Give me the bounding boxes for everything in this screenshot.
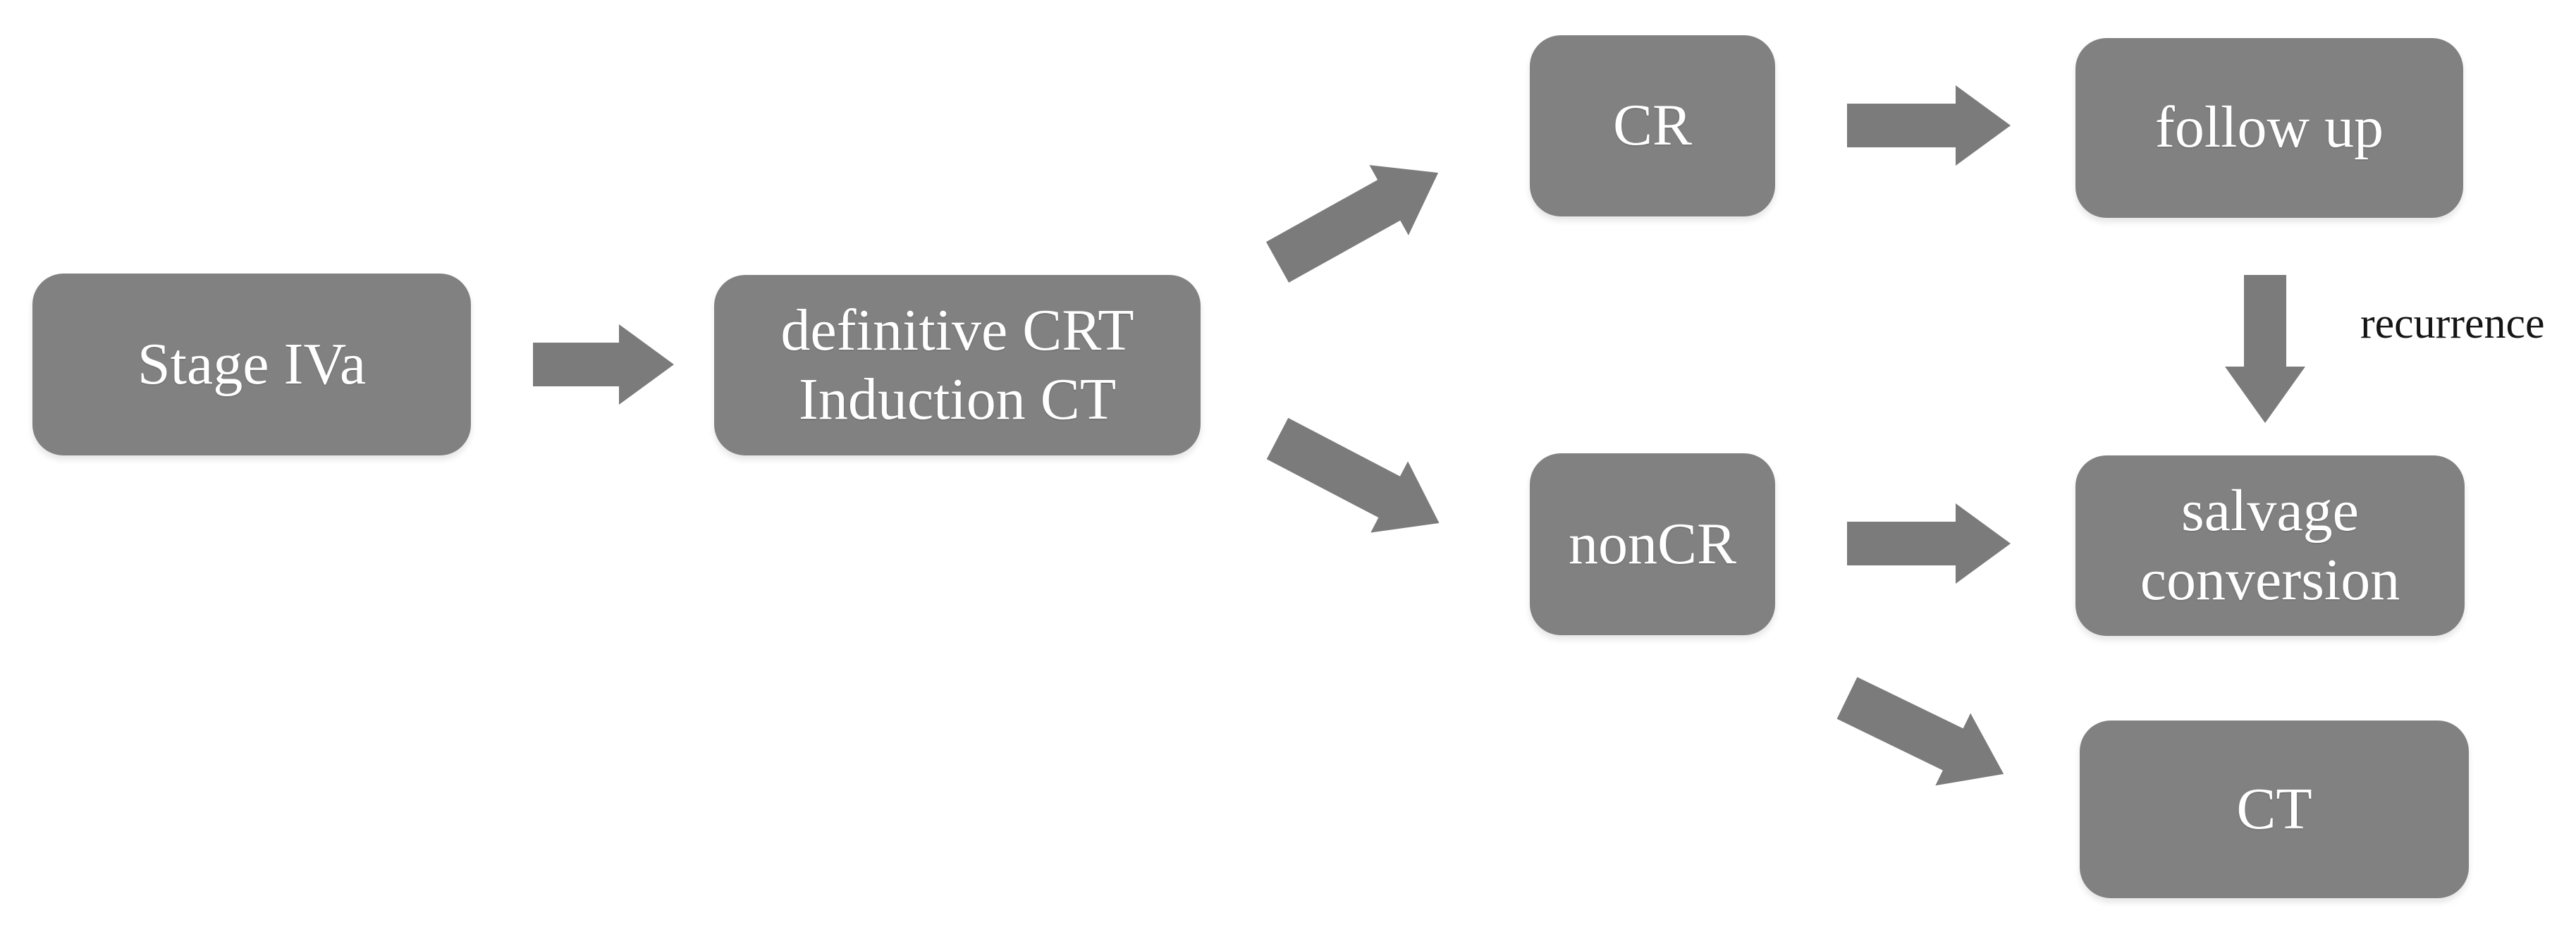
recurrence-edge-label: recurrence xyxy=(2360,300,2545,348)
node-cr-label: CR xyxy=(1612,92,1693,159)
node-salvage-conversion: salvage conversion xyxy=(2075,455,2465,636)
arrow-definitive-crt-to-noncr xyxy=(1266,417,1440,533)
arrow-stage-iva-to-definitive-crt xyxy=(533,324,674,405)
node-noncr-label: nonCR xyxy=(1568,510,1737,577)
node-ct-label: CT xyxy=(2236,775,2312,842)
node-noncr: nonCR xyxy=(1530,453,1775,635)
arrow-cr-to-follow-up xyxy=(1847,85,2011,166)
arrow-noncr-to-salvage-conversion xyxy=(1847,503,2011,584)
node-stage-iva-label: Stage IVa xyxy=(137,331,367,397)
node-definitive-crt: definitive CRT Induction CT xyxy=(714,275,1201,455)
node-salvage-conversion-label: salvage conversion xyxy=(2140,477,2400,613)
node-follow-up-label: follow up xyxy=(2154,94,2384,161)
arrow-follow-up-to-salvage-conversion xyxy=(2225,275,2305,423)
node-stage-iva: Stage IVa xyxy=(32,274,471,455)
node-ct: CT xyxy=(2080,721,2469,898)
arrow-noncr-to-ct xyxy=(1836,677,2004,786)
node-definitive-crt-label: definitive CRT Induction CT xyxy=(780,297,1134,432)
node-cr: CR xyxy=(1530,35,1775,216)
arrow-definitive-crt-to-cr xyxy=(1265,165,1439,283)
node-follow-up: follow up xyxy=(2075,38,2463,218)
